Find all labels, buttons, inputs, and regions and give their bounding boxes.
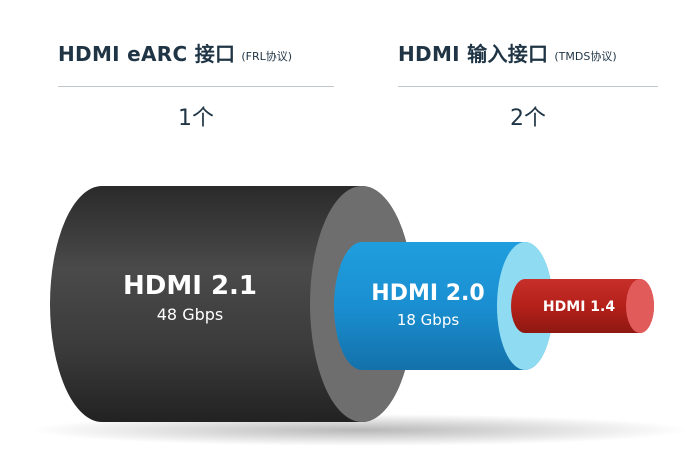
input-interface-header: HDMI 输入接口 (TMDS协议) 2个: [398, 38, 658, 148]
earc-interface-title: HDMI eARC 接口 (FRL协议): [58, 38, 292, 67]
earc-title-text: HDMI eARC 接口: [58, 42, 236, 66]
cable-hdmi-1-4-body: [511, 279, 654, 333]
input-title-text: HDMI 输入接口: [398, 42, 549, 66]
input-divider: [398, 86, 658, 87]
earc-interface-header: HDMI eARC 接口 (FRL协议) 1个: [58, 38, 334, 148]
earc-protocol-label: (FRL协议): [241, 50, 293, 63]
input-port-count: 2个: [510, 106, 546, 131]
cable-hdmi-2-0-body: [334, 242, 553, 370]
cable-hdmi-2-0: HDMI 2.0 18 Gbps: [334, 242, 553, 370]
cable-hdmi-1-4: HDMI 1.4: [511, 279, 654, 333]
earc-port-count: 1个: [178, 106, 214, 131]
input-protocol-label: (TMDS协议): [554, 50, 617, 63]
earc-divider: [58, 86, 334, 87]
input-interface-title: HDMI 输入接口 (TMDS协议): [398, 38, 617, 67]
cable-hdmi-2-0-speed: 18 Gbps: [397, 311, 460, 329]
cable-hdmi-1-4-face: [626, 279, 654, 333]
cable-hdmi-2-1-name: HDMI 2.1: [123, 271, 257, 301]
cable-hdmi-2-1-speed: 48 Gbps: [157, 305, 224, 324]
cable-hdmi-2-0-name: HDMI 2.0: [371, 281, 484, 306]
cable-hdmi-1-4-name: HDMI 1.4: [543, 299, 615, 315]
